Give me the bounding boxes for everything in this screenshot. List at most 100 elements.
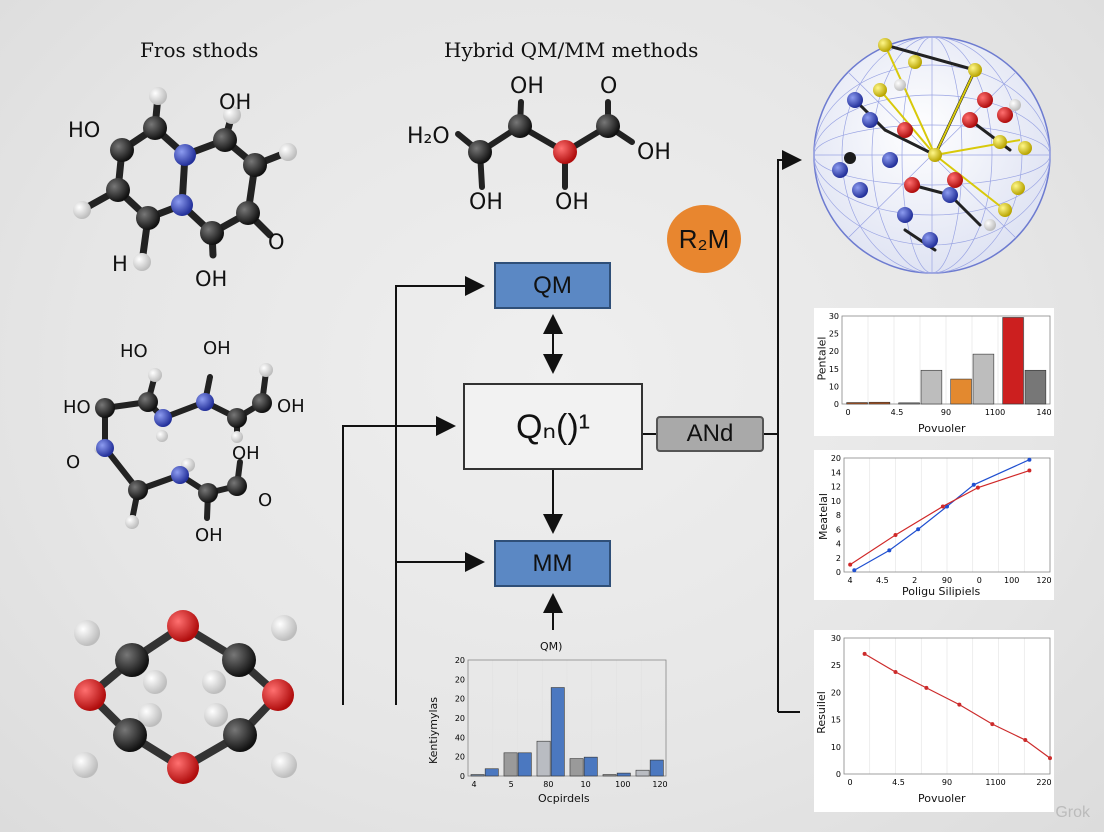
chart3-xlabel: Poligu Silipiels: [902, 585, 981, 598]
chart3-xtick: 4.5: [876, 576, 889, 585]
chart2-xlabel: Povuoler: [918, 422, 966, 435]
chart3-point: [916, 527, 921, 532]
chart3-point: [1027, 457, 1032, 462]
chart3-xtick: 2: [912, 576, 917, 585]
chart1-bar: [503, 752, 518, 777]
qn-box[interactable]: Qₙ()¹: [463, 383, 643, 470]
chart1-bar: [569, 758, 584, 777]
chart4-point: [924, 685, 929, 690]
chart2-xtick: 140: [1036, 408, 1051, 417]
chart1-xtick: 100: [615, 780, 630, 789]
cm-label-o-top: O: [600, 74, 618, 99]
chart4-point: [1023, 738, 1028, 742]
chart1-xtick: 4: [471, 780, 476, 789]
chart4-xtick: 90: [942, 778, 952, 787]
chart1-ytick: 20: [455, 656, 465, 665]
chart3-ytick: 8: [836, 511, 841, 520]
cm-label-h2o: H₂O: [407, 124, 450, 149]
chart3-xtick: 90: [942, 576, 952, 585]
qm-box[interactable]: QM: [494, 262, 611, 309]
chart1-ytick: 40: [455, 733, 465, 742]
chart2-ytick: 15: [829, 365, 839, 374]
chart1-xtick: 80: [543, 780, 553, 789]
chart2-xtick: 4.5: [891, 408, 904, 417]
cm-label-oh-right: OH: [637, 140, 671, 165]
chart2-ytick: 0: [834, 400, 839, 409]
chart1-ytick: 20: [455, 675, 465, 684]
chart2-bar: [898, 402, 920, 405]
chart4-point: [862, 651, 867, 656]
mm-box[interactable]: MM: [494, 540, 611, 587]
chart4-ytick: 0: [836, 770, 841, 779]
molecule-2-atoms: [94, 363, 273, 529]
chart3-ytick: 10: [831, 497, 841, 506]
chart2-frame: [841, 315, 1051, 405]
chart4-point: [957, 702, 962, 707]
m1-label-ho: HO: [68, 118, 101, 142]
chart2-ytick: 30: [829, 312, 839, 321]
left-section-title: Fros sthods: [140, 38, 259, 62]
chart3-point: [852, 568, 857, 573]
chart4-ytick: 30: [831, 634, 841, 643]
chart2-bar: [868, 401, 891, 405]
chart1-bar: [536, 740, 551, 777]
chart4-ytick: 10: [831, 743, 841, 752]
watermark-text: Grok: [1055, 804, 1090, 821]
chart1-xtick: 10: [581, 780, 591, 789]
chart1-bar: [550, 687, 565, 777]
chart4-series-line: [864, 653, 1051, 759]
chart3-xtick: 100: [1004, 576, 1019, 585]
chart1-xtick: 120: [652, 780, 667, 789]
chart3-xtick: 0: [977, 576, 982, 585]
m2-label-oh-mid: OH: [232, 443, 260, 464]
m1-label-h: H: [112, 252, 128, 276]
chart3-point: [893, 532, 898, 537]
molecule-3-atoms: [72, 610, 297, 784]
center-molecule-atoms: [468, 114, 620, 164]
chart3-ytick: 6: [836, 525, 841, 534]
cm-label-oh-bottom-right: OH: [555, 190, 589, 215]
m2-label-ho-top: HO: [120, 341, 148, 362]
chart1-bar: [635, 769, 650, 777]
chart4-ytick: 20: [831, 688, 841, 697]
m2-label-o-left: O: [66, 452, 81, 473]
chart3-ytick: 20: [831, 454, 841, 463]
chart3-point: [887, 548, 892, 553]
chart1-ytick: 20: [455, 714, 465, 723]
chart3-frame: [843, 457, 1051, 573]
chart4-ytick: 15: [831, 716, 841, 725]
protein-sphere: [813, 36, 1051, 274]
chart2-bar: [1024, 369, 1047, 405]
cm-label-oh-bottom-left: OH: [469, 190, 503, 215]
chart3-ytick: 2: [836, 554, 841, 563]
middle-section-title: Hybrid QM/MM methods: [444, 38, 699, 62]
chart3-ytick: 14: [831, 468, 841, 477]
chart1-xtick: 5: [509, 780, 514, 789]
chart1-bar: [517, 752, 532, 777]
chart3-point: [975, 485, 980, 490]
chart1-ytick: 20: [455, 753, 465, 762]
chart4-xtick: 1100: [985, 778, 1005, 787]
chart3-ytick: 12: [831, 483, 841, 492]
chart4-ytick: 25: [831, 661, 841, 670]
molecule-1-atoms: [73, 87, 297, 271]
chart4-point: [893, 670, 898, 674]
chart1-bar: [484, 768, 499, 777]
chart1-ytick: 0: [460, 772, 465, 781]
r2m-circle[interactable]: R₂M: [667, 205, 741, 273]
m2-label-oh-top: OH: [203, 338, 231, 359]
chart2-bar: [972, 353, 995, 405]
m2-label-ho-left: HO: [63, 397, 91, 418]
flow-arrows: [342, 150, 802, 713]
and-box[interactable]: ANd: [656, 416, 764, 452]
chart2-xtick: 1100: [985, 408, 1005, 417]
m2-label-oh-bottom: OH: [195, 525, 223, 546]
chart4-xlabel: Povuoler: [918, 792, 966, 805]
chart4-xtick: 4.5: [892, 778, 905, 787]
chart1-bar: [602, 774, 617, 777]
chart2-bar: [920, 369, 943, 405]
